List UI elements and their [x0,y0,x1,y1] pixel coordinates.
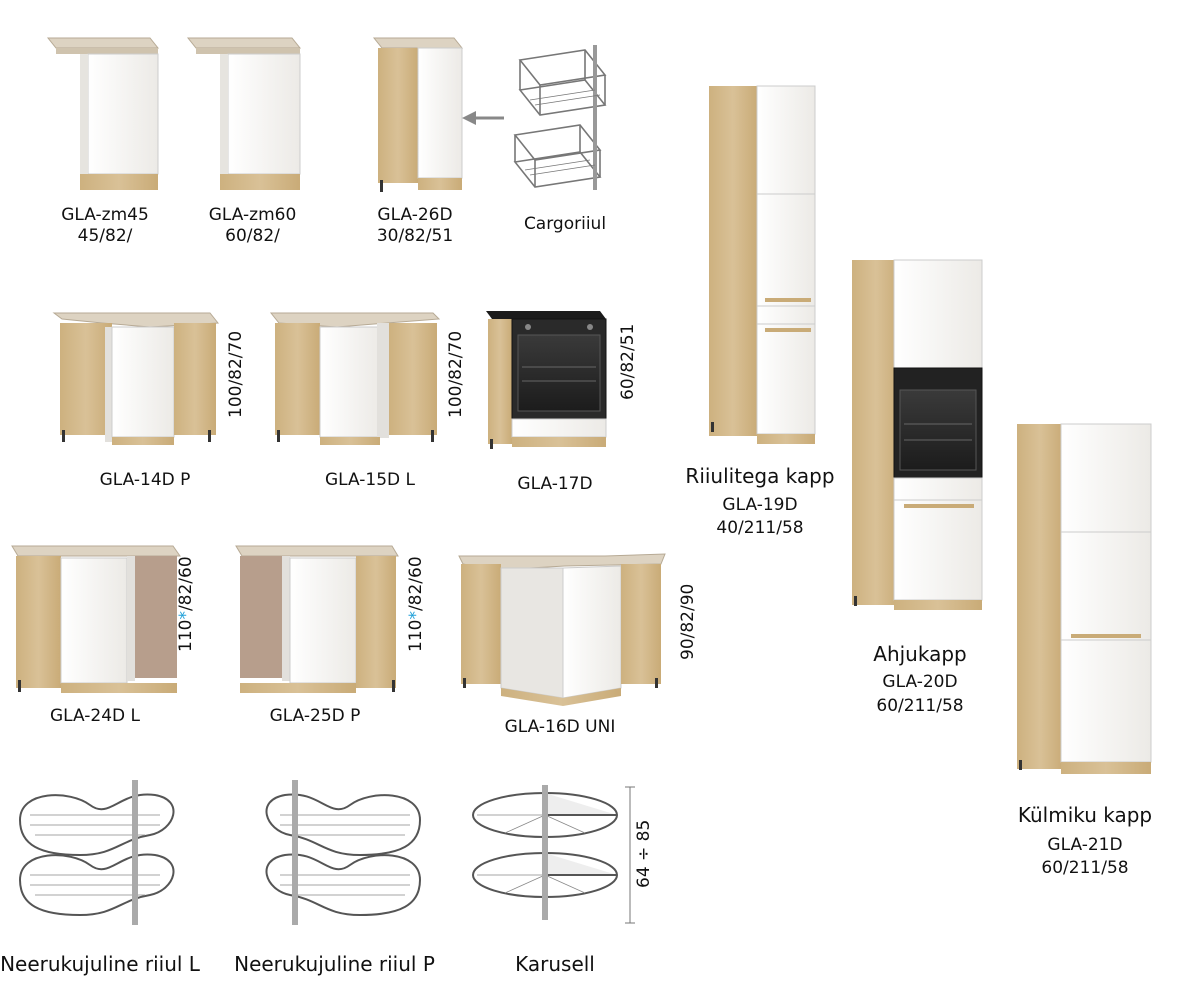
cabinet-17d-drawing [486,311,607,449]
cabinet-gla-zm60 [180,30,310,195]
label-25d-code: GLA-25D P [269,706,361,726]
label-zm45-code: GLA-zm45 [61,205,149,225]
label-24d-dims-suffix: /82/60 [176,556,196,612]
cabinet-gla-17d-oven [482,305,612,455]
label-15d-code: GLA-15D L [324,470,416,490]
label-kidney-p: Neerukujuline riiul P [234,952,435,976]
cabinet-14d-drawing [52,312,219,445]
cabinet-zm60-drawing [186,37,302,190]
cabinet-gla-26d [370,30,470,195]
cabinet-19d-drawing [709,85,816,444]
label-15d-dims: 100/82/70 [446,330,466,418]
label-17d-code: GLA-17D [517,474,593,494]
height-dimension-line [625,785,635,925]
kidney-shelf-l-icon [10,775,190,935]
label-20d-code: GLA-20D [882,672,958,692]
label-25d-dims-prefix: 110 [406,619,426,652]
label-25d-dims: 110*/82/60 [406,556,426,652]
label-24d-dims-prefix: 110 [176,619,196,652]
cabinet-gla-24d-l [8,540,183,700]
label-19d-name: Riiulitega kapp [685,464,835,488]
cabinet-21d-drawing [1017,423,1152,774]
cabinet-20d-drawing [852,259,983,610]
cabinet-gla-25d-p [232,540,407,700]
label-24d-star: * [176,611,196,620]
arrow-left-icon [462,108,507,128]
cabinet-26d-drawing [372,37,464,192]
cabinet-gla-14d-p [50,305,225,455]
label-19d-dims: 40/211/58 [716,518,804,538]
cabinet-gla-20d [848,256,988,616]
label-16d-dims: 90/82/90 [678,583,698,660]
cargo-basket-icon [505,40,615,195]
cabinet-gla-16d-uni [455,548,670,708]
label-24d-code: GLA-24D L [49,706,141,726]
cabinet-gla-19d [705,82,820,457]
label-zm45-dims: 45/82/ [77,226,133,246]
label-17d-dims: 60/82/51 [618,323,638,400]
label-26d-dims: 30/82/51 [376,226,454,246]
kidney-shelf-p-icon [250,775,430,935]
label-kidney-l: Neerukujuline riiul L [0,952,200,976]
label-carousel-dims: 64 ÷ 85 [634,819,654,888]
label-20d-name: Ahjukapp [873,642,967,666]
label-21d-dims: 60/211/58 [1041,858,1129,878]
cabinet-16d-drawing [458,553,666,706]
cabinet-24d-drawing [11,545,181,693]
carousel-shelf-icon [465,785,635,925]
cabinet-gla-21d [1013,420,1158,780]
label-cargo: Cargoriiul [523,214,607,234]
cabinet-gla-15d-l [265,305,445,455]
label-21d-name: Külmiku kapp [1017,803,1153,827]
label-16d-code: GLA-16D UNI [504,717,616,737]
label-20d-dims: 60/211/58 [876,696,964,716]
label-21d-code: GLA-21D [1047,835,1123,855]
label-carousel: Karusell [515,952,595,976]
cabinet-15d-drawing [269,312,441,445]
cabinet-gla-zm45 [40,30,170,195]
label-19d-code: GLA-19D [722,495,798,515]
label-26d-code: GLA-26D [377,205,453,225]
label-25d-dims-suffix: /82/60 [406,556,426,612]
label-25d-star: * [406,611,426,620]
label-24d-dims: 110*/82/60 [176,556,196,652]
label-14d-dims: 100/82/70 [226,330,246,418]
label-14d-code: GLA-14D P [99,470,191,490]
label-zm60-code: GLA-zm60 [208,205,297,225]
label-zm60-dims: 60/82/ [225,226,280,246]
cabinet-25d-drawing [235,545,399,693]
cabinet-zm45-drawing [46,37,160,190]
